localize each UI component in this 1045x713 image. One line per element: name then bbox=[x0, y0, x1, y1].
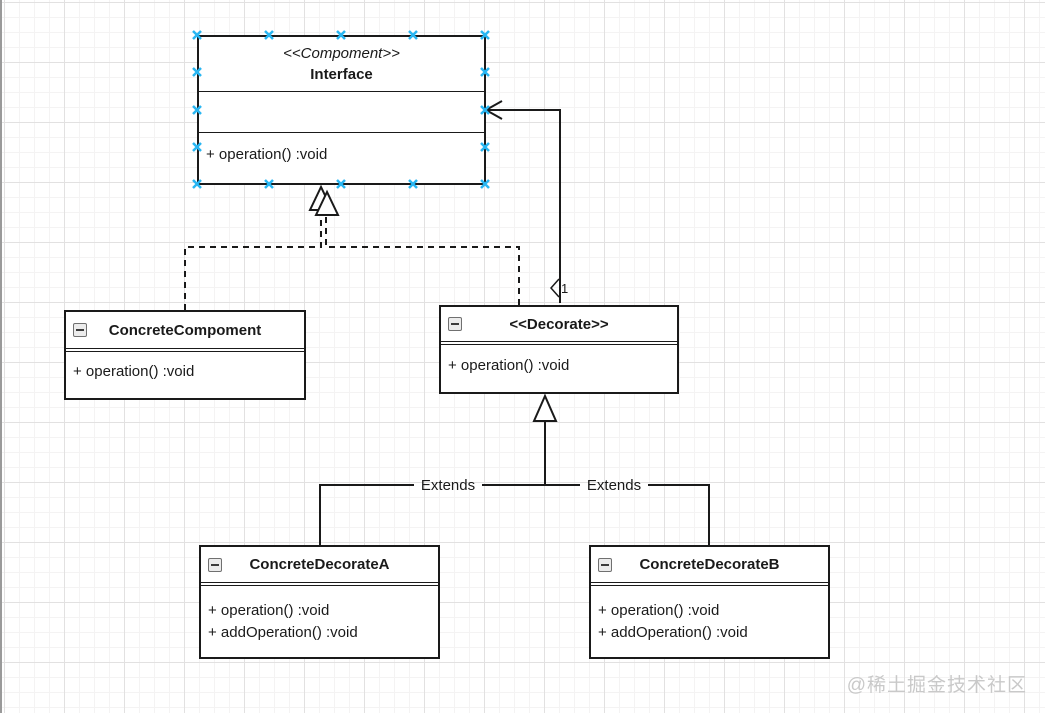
class-header: <<Compoment>> Interface bbox=[199, 37, 484, 92]
multiplicity-chevron-icon bbox=[549, 278, 560, 298]
compartment-divider bbox=[66, 349, 304, 352]
method-label: + operation() :void bbox=[206, 146, 328, 163]
generalization-edge-left[interactable] bbox=[319, 484, 545, 545]
methods-compartment: + operation() :void + addOperation() :vo… bbox=[591, 586, 828, 657]
realization-edge-concrete-compoment[interactable] bbox=[184, 213, 322, 310]
selection-handle-icon[interactable] bbox=[480, 30, 490, 40]
collapse-icon[interactable] bbox=[448, 317, 462, 331]
selection-handle-icon[interactable] bbox=[480, 142, 490, 152]
collapse-icon[interactable] bbox=[598, 557, 612, 572]
compartment-divider bbox=[441, 342, 677, 345]
compartment-divider bbox=[201, 583, 438, 586]
class-stereotype: <<Compoment>> bbox=[283, 45, 400, 62]
selection-handle-icon[interactable] bbox=[336, 30, 346, 40]
selection-handle-icon[interactable] bbox=[192, 179, 202, 189]
selection-handle-icon[interactable] bbox=[192, 142, 202, 152]
class-header: ConcreteDecorateB bbox=[591, 547, 828, 583]
generalization-triangle-icon bbox=[532, 393, 558, 422]
class-title: <<Decorate>> bbox=[509, 315, 609, 333]
class-box-concrete-decorate-a[interactable]: ConcreteDecorateA + operation() :void + … bbox=[199, 545, 440, 659]
methods-compartment: + operation() :void bbox=[199, 133, 484, 183]
methods-compartment: + operation() :void bbox=[441, 345, 677, 392]
method-label: + operation() :void bbox=[208, 602, 330, 619]
selection-handle-icon[interactable] bbox=[480, 67, 490, 77]
method-label: + operation() :void bbox=[73, 363, 195, 380]
methods-compartment: + operation() :void + addOperation() :vo… bbox=[201, 586, 438, 657]
selection-handle-icon[interactable] bbox=[408, 179, 418, 189]
selection-handle-icon[interactable] bbox=[480, 105, 490, 115]
class-title: ConcreteDecorateB bbox=[639, 556, 780, 573]
association-edge-decorate-interface[interactable] bbox=[485, 109, 561, 303]
method-label: + operation() :void bbox=[448, 357, 570, 374]
selection-handle-icon[interactable] bbox=[192, 67, 202, 77]
selection-handle-icon[interactable] bbox=[192, 105, 202, 115]
selection-handle-icon[interactable] bbox=[336, 179, 346, 189]
class-title: Interface bbox=[310, 66, 373, 83]
selection-handle-icon[interactable] bbox=[264, 179, 274, 189]
class-header: <<Decorate>> bbox=[441, 307, 677, 342]
selection-handle-icon[interactable] bbox=[264, 30, 274, 40]
realization-edge-decorate[interactable] bbox=[325, 215, 520, 305]
class-box-interface[interactable]: <<Compoment>> Interface + operation() :v… bbox=[197, 35, 486, 185]
collapse-icon[interactable] bbox=[208, 557, 222, 572]
class-box-concrete-decorate-b[interactable]: ConcreteDecorateB + operation() :void + … bbox=[589, 545, 830, 659]
selection-handle-icon[interactable] bbox=[192, 30, 202, 40]
class-box-decorate[interactable]: <<Decorate>> + operation() :void bbox=[439, 305, 679, 394]
collapse-icon[interactable] bbox=[73, 323, 87, 337]
method-label: + operation() :void bbox=[598, 602, 720, 619]
attributes-compartment bbox=[199, 92, 484, 133]
extends-label-right: Extends bbox=[587, 477, 641, 494]
generalization-edge-right[interactable] bbox=[545, 484, 710, 545]
compartment-divider bbox=[591, 583, 828, 586]
extends-label-left: Extends bbox=[421, 477, 475, 494]
class-box-concrete-compoment[interactable]: ConcreteCompoment + operation() :void bbox=[64, 310, 306, 400]
watermark: @稀土掘金技术社区 bbox=[846, 675, 1027, 696]
realization-triangle-icon bbox=[314, 189, 340, 216]
selection-handle-icon[interactable] bbox=[480, 179, 490, 189]
class-title: ConcreteCompoment bbox=[108, 321, 262, 339]
class-title: ConcreteDecorateA bbox=[249, 556, 390, 573]
class-header: ConcreteDecorateA bbox=[201, 547, 438, 583]
class-header: ConcreteCompoment bbox=[66, 312, 304, 349]
method-label: + addOperation() :void bbox=[598, 624, 748, 641]
selection-handle-icon[interactable] bbox=[408, 30, 418, 40]
multiplicity-label: 1 bbox=[561, 281, 568, 296]
methods-compartment: + operation() :void bbox=[66, 352, 304, 398]
method-label: + addOperation() :void bbox=[208, 624, 358, 641]
